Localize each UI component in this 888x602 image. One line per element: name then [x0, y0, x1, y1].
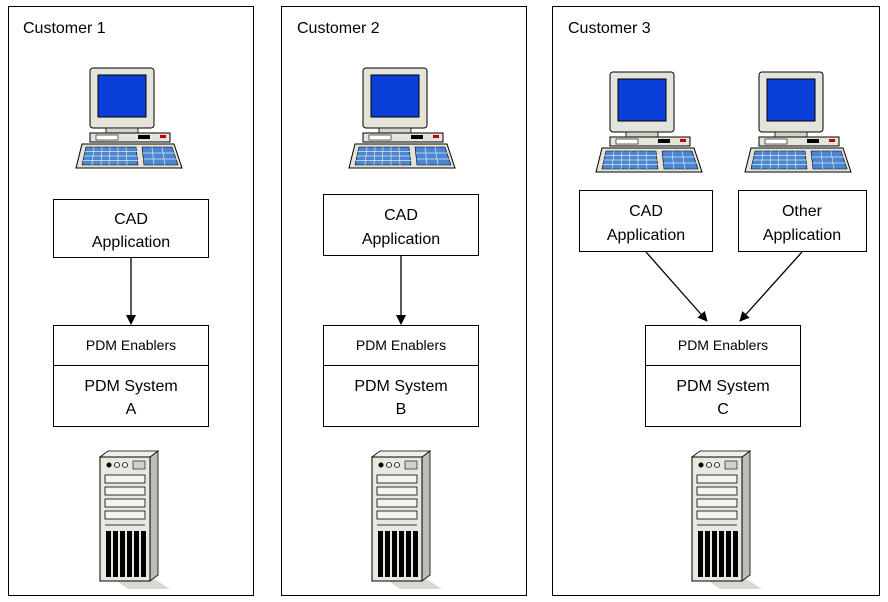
pdm-system-box: [323, 365, 479, 427]
pdm-enablers-label: PDM Enablers: [356, 337, 446, 353]
pdm-system-label-line2: C: [717, 401, 729, 418]
app-box: [738, 190, 867, 252]
app-label-line1: Other: [782, 203, 823, 220]
pdm-system-label-line1: PDM System: [84, 378, 177, 395]
pdm-system-box: [53, 365, 209, 427]
customer-title: Customer 1: [23, 20, 106, 37]
app-label-line1: CAD: [629, 203, 663, 220]
customer-title: Customer 3: [568, 20, 651, 37]
pdm-system-label-line2: A: [126, 401, 137, 418]
pdm-system-box: [645, 365, 801, 427]
app-label-line2: Application: [607, 227, 685, 244]
pdm-enablers-box: [323, 325, 479, 366]
pdm-system-label-line1: PDM System: [676, 378, 769, 395]
pdm-system-label-line1: PDM System: [354, 378, 447, 395]
customer-panel-1: Customer 1 CAD Application PDM Enablers …: [8, 6, 254, 596]
app-label-line2: Application: [763, 227, 841, 244]
pdm-system-label-line2: B: [396, 401, 407, 418]
app-box: [323, 194, 479, 256]
app-label-line1: CAD: [384, 207, 418, 224]
pdm-enablers-box: [645, 325, 801, 366]
app-label-line2: Application: [362, 231, 440, 248]
customer-panel-2: Customer 2 CAD Application PDM Enablers …: [281, 6, 527, 596]
app-box: [53, 199, 209, 258]
pdm-enablers-label: PDM Enablers: [86, 337, 176, 353]
app-box: [579, 190, 713, 252]
customer-panel-3: Customer 3 CAD Application Other Applica…: [552, 6, 880, 596]
app-label-line1: CAD: [114, 211, 148, 228]
flow-arrow: [645, 251, 708, 322]
pdm-enablers-label: PDM Enablers: [678, 337, 768, 353]
app-label-line2: Application: [92, 234, 170, 251]
flow-arrow: [739, 251, 803, 322]
customer-title: Customer 2: [297, 20, 380, 37]
